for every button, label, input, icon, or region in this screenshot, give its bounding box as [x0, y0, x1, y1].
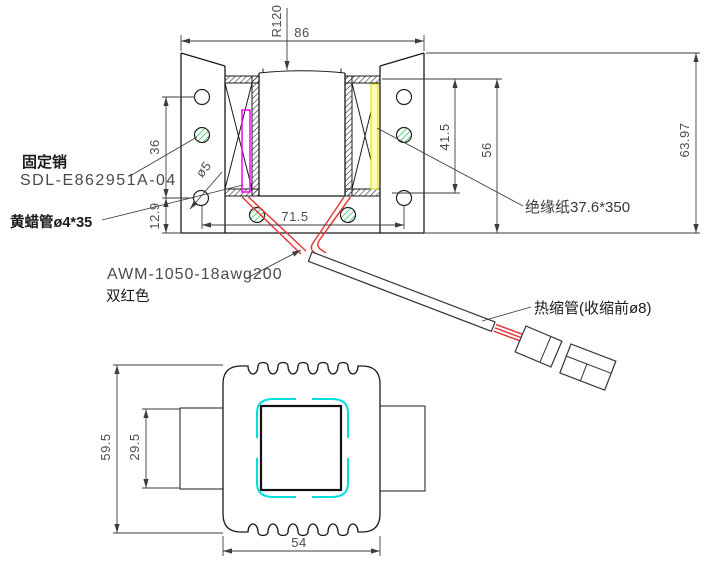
label-part-number: SDL-E862951A-04	[20, 172, 177, 189]
dim-pin-span-715: 71.5	[281, 209, 308, 224]
wire-tails	[493, 323, 524, 342]
dim-hole-span-36: 36	[147, 139, 162, 154]
front-dimensions	[101, 8, 700, 322]
coil-cross-braces	[224, 82, 379, 190]
plate-holes	[192, 88, 413, 224]
dim-tab-height-295: 29.5	[127, 433, 142, 460]
lead-wires	[241, 196, 352, 257]
bobbin-cyan-marks	[256, 398, 349, 498]
insulation-paper-strip	[370, 83, 379, 190]
dim-body-height-56: 56	[479, 142, 494, 157]
dim-pin-dia: ø5	[193, 158, 215, 180]
core	[258, 68, 346, 197]
label-wire-color: 双红色	[106, 288, 150, 305]
bobbin-center-hole	[259, 404, 343, 492]
dim-radius-r120: R120	[269, 4, 284, 37]
wax-tube	[241, 109, 251, 193]
top-view-dimensions	[113, 364, 381, 556]
heat-shrink-tube	[307, 251, 496, 333]
dim-total-height-6397: 63.97	[677, 122, 692, 157]
dim-bobbin-width-54: 54	[291, 535, 306, 550]
top-view: 59.5 29.5 54	[98, 361, 426, 556]
hatched-frame	[224, 75, 381, 197]
dim-coil-height-415: 41.5	[437, 123, 452, 150]
front-view: 86 R120 36 12.9 ø5 71.5 41.5 56 63.97 固定…	[10, 4, 700, 391]
label-heat-shrink: 热缩管(收缩前ø8)	[534, 300, 652, 317]
dim-bobbin-height-595: 59.5	[98, 433, 113, 460]
label-fixing-pin: 固定销	[22, 153, 67, 171]
connector-plug	[514, 325, 617, 391]
label-wax-tube: 黄蜡管ø4*35	[10, 213, 92, 231]
dim-width-86: 86	[294, 25, 309, 40]
label-wire-spec: AWM-1050-18awg200	[107, 266, 283, 283]
dim-pin-offset-129: 12.9	[147, 202, 162, 229]
bobbin-tabs	[179, 405, 426, 492]
label-insulation-paper: 绝缘纸37.6*350	[525, 199, 630, 216]
front-body-outline	[180, 52, 425, 234]
